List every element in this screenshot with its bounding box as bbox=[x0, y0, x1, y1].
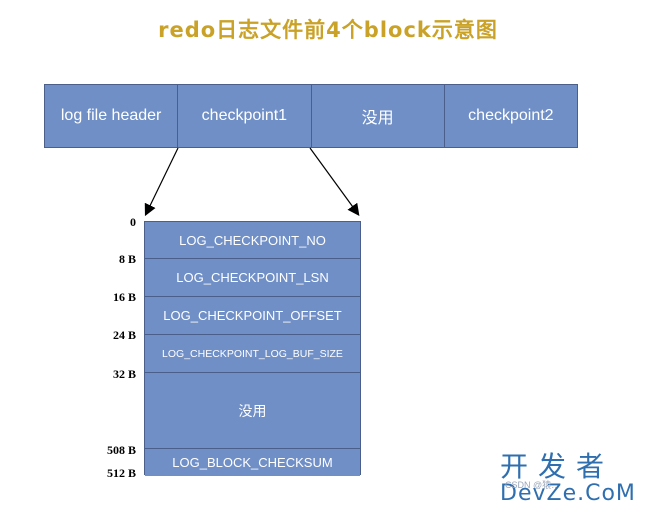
offset-508: 508 B bbox=[106, 443, 136, 457]
block-checkpoint2: checkpoint2 bbox=[444, 85, 577, 147]
row-checkpoint-log-buf-size: LOG_CHECKPOINT_LOG_BUF_SIZE bbox=[145, 335, 360, 373]
row-checkpoint-lsn: LOG_CHECKPOINT_LSN bbox=[145, 259, 360, 297]
row-checkpoint-no: LOG_CHECKPOINT_NO bbox=[145, 222, 360, 259]
row-checkpoint-offset: LOG_CHECKPOINT_OFFSET bbox=[145, 297, 360, 335]
block-log-file-header: log file header bbox=[45, 85, 179, 147]
row-block-checksum: LOG_BLOCK_CHECKSUM bbox=[145, 449, 360, 476]
arrow-left bbox=[144, 147, 179, 217]
row-unused: 没用 bbox=[145, 373, 360, 449]
offset-16: 16 B bbox=[112, 290, 136, 304]
offset-0: 0 bbox=[130, 215, 136, 229]
offset-512: 512 B bbox=[106, 466, 136, 480]
checkpoint-structure: LOG_CHECKPOINT_NO LOG_CHECKPOINT_LSN LOG… bbox=[144, 221, 361, 476]
block-unused: 没用 bbox=[311, 85, 445, 147]
watermark-logo: 开发者 DevZe.CoM bbox=[500, 450, 636, 506]
offset-32: 32 B bbox=[112, 367, 136, 381]
diagram-title: redo日志文件前4个block示意图 bbox=[158, 18, 498, 42]
offset-8: 8 B bbox=[118, 252, 136, 266]
csdn-watermark: CSDN @猿… bbox=[505, 480, 561, 490]
offset-24: 24 B bbox=[112, 328, 136, 342]
arrow-right bbox=[309, 147, 360, 216]
block-checkpoint1: checkpoint1 bbox=[178, 85, 312, 147]
log-file-blocks: log file header checkpoint1 没用 checkpoin… bbox=[44, 84, 578, 148]
